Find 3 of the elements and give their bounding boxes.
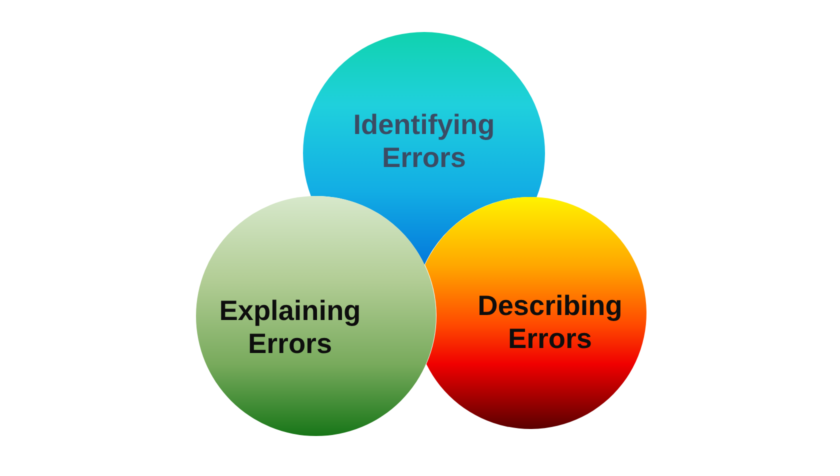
circle-label: Identifying Errors xyxy=(352,108,496,174)
circle-label: Describing Errors xyxy=(476,288,624,355)
circle-label: Explaining Errors xyxy=(218,294,362,360)
